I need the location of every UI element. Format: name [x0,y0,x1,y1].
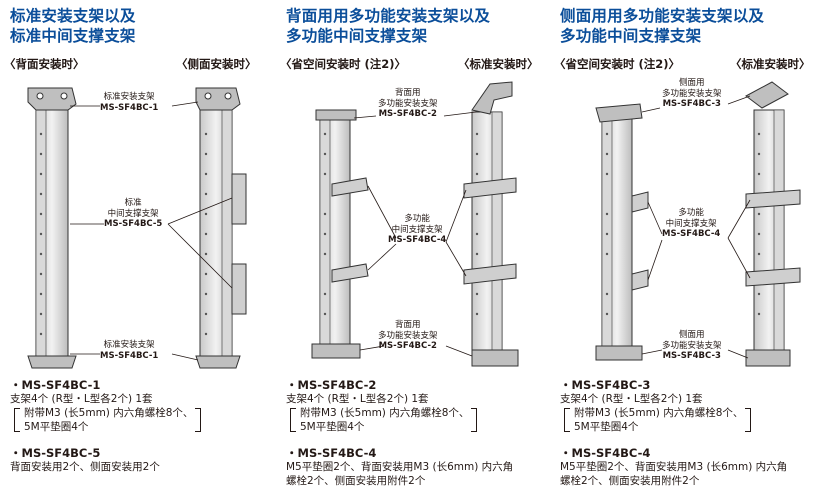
column-side-multifunction: 侧面用用多功能安装支架以及 多功能中间支撑支架 〈省空间安装时 (注2)〉 〈标… [550,0,822,502]
accessory-note: 附带M3 (长5mm) 内六角螺栓8个、 5M平垫圈4个 [286,406,478,434]
subtitle-back-mount: 〈背面安装时〉 [4,57,85,71]
callout-ms-sf4bc-2-bottom: 背面用 多功能安装支架 MS-SF4BC-2 [378,320,438,351]
subtitle-space-saving: 〈省空间安装时 (注2)〉 [554,57,681,71]
subtitle-side-mount: 〈侧面安装时〉 [176,57,257,71]
callout-ms-sf4bc-3-top: 侧面用 多功能安装支架 MS-SF4BC-3 [662,78,722,109]
subtitle-space-saving: 〈省空间安装时 (注2)〉 [280,57,407,71]
callout-ms-sf4bc-1-top: 标准安装支架 MS-SF4BC-1 [100,92,159,113]
callout-ms-sf4bc-1-bottom: 标准安装支架 MS-SF4BC-1 [100,340,159,361]
accessory-note: 附带M3 (长5mm) 内六角螺栓8个、 5M平垫圈4个 [10,406,202,434]
figure-side-brackets: 侧面用 多功能安装支架 MS-SF4BC-3 多功能 中间支撑支架 MS-SF4… [550,74,822,374]
product-ms-sf4bc-5: ・MS-SF4BC-5 背面安装用2个、侧面安装用2个 [10,446,160,473]
callout-ms-sf4bc-2-top: 背面用 多功能安装支架 MS-SF4BC-2 [378,88,438,119]
callout-ms-sf4bc-4: 多功能 中间支撑支架 MS-SF4BC-4 [662,208,721,239]
title-line-1: 标准安装支架以及 [10,7,136,25]
section-title: 背面用用多功能安装支架以及 多功能中间支撑支架 [286,7,491,45]
title-line-2: 标准中间支撑支架 [10,27,136,45]
figure-back-brackets: 背面用 多功能安装支架 MS-SF4BC-2 多功能 中间支撑支架 MS-SF4… [276,74,548,374]
column-standard: 标准安装支架以及 标准中间支撑支架 〈背面安装时〉 〈侧面安装时〉 [0,0,272,502]
product-ms-sf4bc-2: ・MS-SF4BC-2 支架4个 (R型・L型各2个) 1套 附带M3 (长5m… [286,378,478,434]
section-title: 标准安装支架以及 标准中间支撑支架 [10,6,136,46]
product-ms-sf4bc-4: ・MS-SF4BC-4 M5平垫圈2个、背面安装用M3 (长6mm) 内六角 螺… [286,446,514,487]
product-ms-sf4bc-3: ・MS-SF4BC-3 支架4个 (R型・L型各2个) 1套 附带M3 (长5m… [560,378,752,434]
column-back-multifunction: 背面用用多功能安装支架以及 多功能中间支撑支架 〈省空间安装时 (注2)〉 〈标… [276,0,548,502]
callout-ms-sf4bc-4: 多功能 中间支撑支架 MS-SF4BC-4 [388,214,447,245]
subtitle-standard: 〈标准安装时〉 [458,57,539,71]
accessory-note: 附带M3 (长5mm) 内六角螺栓8个、 5M平垫圈4个 [560,406,752,434]
subtitle-standard: 〈标准安装时〉 [730,57,811,71]
product-ms-sf4bc-4: ・MS-SF4BC-4 M5平垫圈2个、背面安装用M3 (长6mm) 内六角 螺… [560,446,788,487]
product-ms-sf4bc-1: ・MS-SF4BC-1 支架4个 (R型・L型各2个) 1套 附带M3 (长5m… [10,378,202,434]
figure-standard-brackets: 标准安装支架 MS-SF4BC-1 标准 中间支撑支架 MS-SF4BC-5 标… [0,74,272,374]
sensor-illustration [27,87,247,369]
callout-ms-sf4bc-5: 标准 中间支撑支架 MS-SF4BC-5 [104,198,163,229]
section-title: 侧面用用多功能安装支架以及 多功能中间支撑支架 [560,7,765,45]
callout-ms-sf4bc-3-bottom: 侧面用 多功能安装支架 MS-SF4BC-3 [662,330,722,361]
